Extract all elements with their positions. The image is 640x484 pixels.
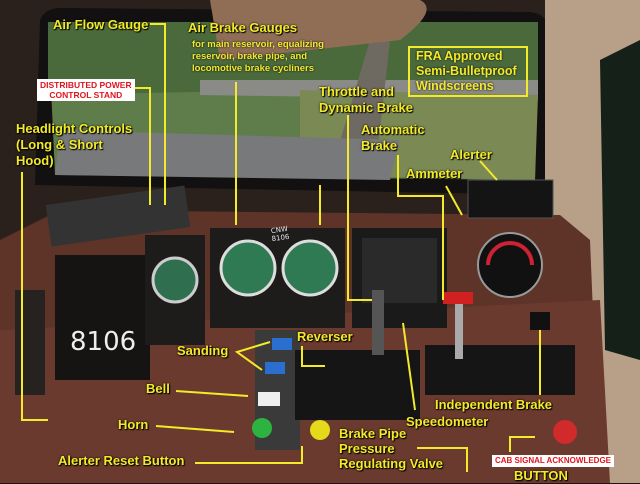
label-brake-pipe-line-2: Pressure: [339, 441, 395, 456]
label-air-flow-gauge: Air Flow Gauge: [53, 17, 149, 32]
label-air-brake-detail-2: reservoir, brake pipe, and: [192, 51, 308, 62]
reverser-stand: [295, 350, 420, 420]
label-fra-windscreens: FRA Approved Semi-Bulletproof Windscreen…: [408, 46, 528, 97]
label-fra-line-2: Semi-Bulletproof: [416, 64, 517, 78]
headlight-panel: [15, 290, 45, 395]
label-cab-signal: CAB SIGNAL ACKNOWLEDGE: [492, 455, 614, 467]
side-window: [600, 40, 640, 360]
label-reverser: Reverser: [297, 329, 353, 344]
brake-stand: [425, 345, 575, 395]
label-sanding: Sanding: [177, 343, 229, 358]
air-brake-gauge-left: [219, 239, 277, 297]
label-throttle-line-1: Throttle and: [319, 84, 395, 99]
label-cab-signal-button: BUTTON: [514, 468, 568, 483]
label-fra-line-1: FRA Approved: [416, 49, 503, 63]
cab-signal-button: [553, 420, 577, 444]
label-independent-brake: Independent Brake: [435, 397, 553, 412]
sanding-button-1: [272, 338, 292, 350]
label-fra-line-3: Windscreens: [416, 79, 494, 93]
label-headlight-line-1: Headlight Controls: [16, 121, 133, 136]
label-throttle-line-2: Dynamic Brake: [319, 100, 413, 115]
label-distributed-power-line-2: CONTROL STAND: [49, 90, 123, 100]
label-distributed-power-line-1: DISTRIBUTED POWER: [40, 80, 132, 90]
clipboard: [45, 185, 191, 247]
label-air-brake-detail-1: for main reservoir, equalizing: [192, 39, 324, 50]
label-air-brake-detail-3: locomotive brake cycliners: [192, 63, 314, 74]
label-alerter-reset: Alerter Reset Button: [58, 453, 185, 468]
label-brake-pipe-line-1: Brake Pipe: [339, 426, 407, 441]
automatic-brake-handle: [443, 292, 473, 304]
label-speedometer: Speedometer: [406, 414, 489, 429]
label-brake-pipe-valve: Brake Pipe Pressure Regulating Valve: [339, 426, 443, 471]
brake-pipe-valve-knob: [310, 420, 330, 440]
windscreen: [48, 0, 538, 180]
label-horn: Horn: [118, 417, 149, 432]
label-ammeter: Ammeter: [406, 166, 463, 181]
sanding-button-2: [265, 362, 285, 374]
label-auto-brake-line-2: Brake: [361, 138, 398, 153]
bell-button: [258, 392, 280, 406]
label-headlight-line-2: (Long & Short: [16, 137, 103, 152]
label-distributed-power: DISTRIBUTED POWER CONTROL STAND: [37, 79, 135, 101]
number-panel: [55, 255, 150, 380]
air-brake-gauge-right: [281, 239, 339, 297]
panel-number-text: 8106: [70, 327, 136, 357]
alerter-box: [467, 179, 554, 219]
label-automatic-brake: Automatic Brake: [361, 122, 425, 154]
label-auto-brake-line-1: Automatic: [361, 122, 425, 137]
label-throttle: Throttle and Dynamic Brake: [319, 84, 413, 116]
label-bell: Bell: [146, 381, 170, 396]
label-alerter: Alerter: [450, 147, 492, 162]
label-brake-pipe-line-3: Regulating Valve: [339, 456, 444, 471]
horn-button: [252, 418, 272, 438]
label-air-brake-gauges: Air Brake Gauges: [188, 20, 298, 35]
label-headlight-controls: Headlight Controls (Long & Short Hood): [16, 121, 132, 169]
label-headlight-line-3: Hood): [16, 153, 54, 168]
throttle-handle: [372, 290, 384, 355]
independent-brake-handle: [530, 312, 550, 330]
leader-lines: [21, 23, 541, 472]
air-flow-gauge: [151, 256, 199, 304]
